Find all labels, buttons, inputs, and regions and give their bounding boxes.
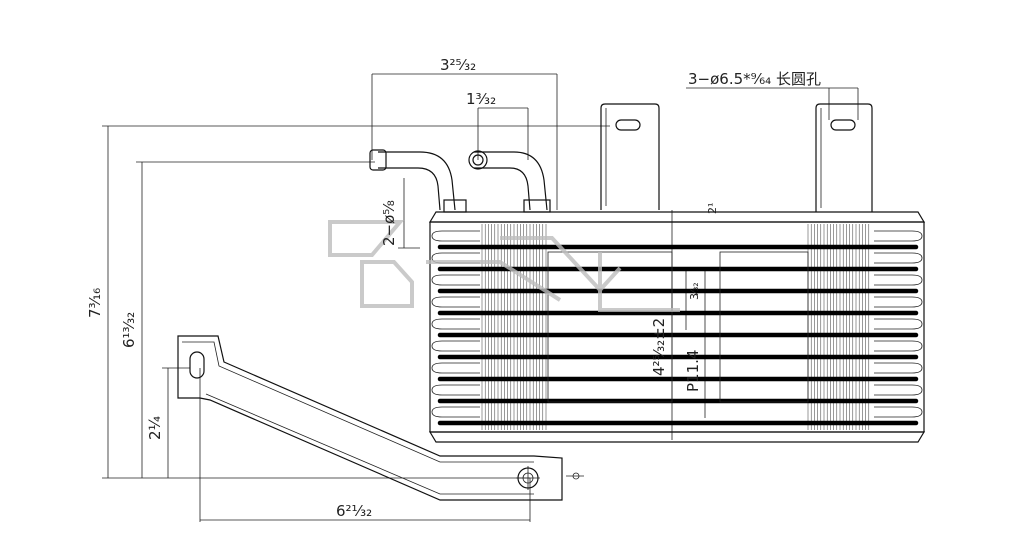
- tube-right-end: [874, 406, 923, 418]
- small-b-label: 3⁄₃₂: [688, 282, 701, 300]
- bracket-height-label: 2¼: [146, 415, 164, 440]
- core-height-label: 4²⁵⁄₃₂±2: [650, 318, 668, 376]
- tube-left-end: [431, 296, 480, 308]
- tube-left-end: [431, 406, 480, 418]
- tube-right-end: [874, 296, 923, 308]
- pipe-dia-label: 2−ø⅝: [380, 200, 398, 246]
- core-plates: [428, 211, 926, 443]
- cooler-tubes: [431, 230, 923, 426]
- tube-left-end: [431, 340, 480, 352]
- tube-left-end: [431, 274, 480, 286]
- tube-left-end: [431, 362, 480, 374]
- pipe-spacing-label: 1³⁄₃₂: [466, 90, 496, 108]
- core-window-right: [719, 251, 809, 403]
- tube-right-end: [874, 384, 923, 396]
- tube-left-end: [431, 230, 480, 242]
- small-a-label: 2¹: [706, 203, 719, 214]
- tube-right-end: [874, 318, 923, 330]
- upper-height-label: 6¹³⁄₃₂: [120, 312, 138, 348]
- tube-left-end: [431, 384, 480, 396]
- inlet-outlet-pipes: [369, 149, 551, 213]
- overall-height-label: 7³⁄₁₆: [86, 288, 104, 318]
- hole-callout-label: 3−ø6.5*⁹⁄₆₄ 长圆孔: [688, 70, 821, 88]
- dimension-lines: [102, 73, 859, 522]
- top-width-label: 3²⁵⁄₃₂: [440, 56, 476, 74]
- core-window-left: [547, 251, 673, 403]
- watermark: [328, 220, 680, 312]
- tube-right-end: [874, 230, 923, 242]
- fin-pitch-label: P11.4: [684, 350, 702, 392]
- tube-right-end: [874, 340, 923, 352]
- tube-right-end: [874, 252, 923, 264]
- fin-regions: [481, 224, 870, 430]
- tube-right-end: [874, 274, 923, 286]
- top-mounting-tabs: [600, 103, 873, 212]
- tube-left-end: [431, 318, 480, 330]
- dimension-labels: 3²⁵⁄₃₂ 1³⁄₃₂ 3−ø6.5*⁹⁄₆₄ 长圆孔 2−ø⅝ 7³⁄₁₆ …: [86, 56, 821, 520]
- mounting-bracket: [177, 335, 584, 501]
- tube-right-end: [874, 362, 923, 374]
- bracket-length-label: 6²¹⁄₃₂: [336, 502, 372, 520]
